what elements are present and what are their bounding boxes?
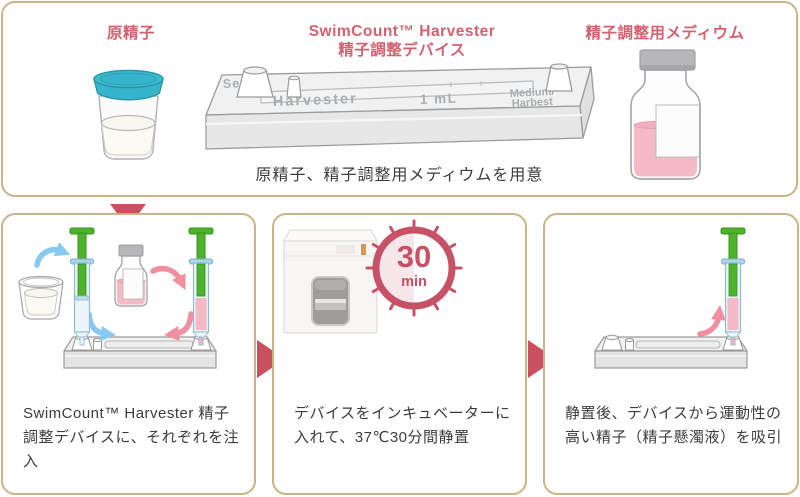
specimen-cup-illustration (93, 69, 164, 160)
device-text-medium2: Harbest (512, 96, 554, 110)
arrow-syringe-to-device-right (164, 311, 194, 341)
syringe-left (69, 227, 95, 346)
device-tray-small (63, 334, 217, 369)
arrow-syringe-to-device-left (86, 311, 116, 341)
medium-label: 精子調整用メディウム (585, 25, 745, 42)
vial-label (655, 104, 700, 158)
step1-caption: SwimCount™ Harvester 精子調整デバイスに、それぞれを注入 (23, 405, 240, 470)
device-ports (236, 63, 573, 98)
timer-30min: 30 min (365, 219, 463, 317)
timer-unit: min (401, 274, 427, 290)
raw-semen-label: 原精子 (106, 25, 155, 42)
arrow-aspirate-up (697, 305, 726, 337)
timer-ticks (365, 219, 463, 317)
harvester-device-illustration: Semen Harvester 1 mL Medium/ Harbest (205, 63, 595, 150)
device-label-line2: 精子調整デバイス (338, 41, 466, 59)
injection-illustration (18, 227, 217, 369)
medium-vial-small (114, 244, 148, 307)
syringe-right (188, 227, 214, 346)
step3-panel: 静置後、デバイスから運動性の高い精子（精子懸濁液）を吸引 (543, 213, 799, 495)
step3-caption: 静置後、デバイスから運動性の高い精子（精子懸濁液）を吸引 (565, 405, 783, 446)
device-tray (205, 66, 595, 150)
preparation-caption: 原精子、精子調整用メディウムを用意 (255, 167, 544, 184)
specimen-cup-small (18, 275, 64, 320)
arrow-vial-to-syringe (150, 265, 186, 290)
cup-body (98, 95, 159, 160)
incubation-illustration: 30 min (282, 219, 463, 334)
incubator (282, 229, 379, 334)
device-text-volume: 1 mL (420, 91, 458, 107)
incubator-display (336, 245, 355, 254)
syringe-sample (720, 227, 746, 346)
cup-lid (93, 69, 164, 101)
device-text-medium1: Medium/ (510, 86, 555, 100)
incubator-indicator (361, 244, 366, 255)
vial-cap (639, 49, 696, 71)
arrow-cup-to-syringe (34, 242, 71, 268)
device-label-line1: SwimCount™ Harvester (308, 23, 496, 40)
step2-panel: 30 min デバイスをインキュベーターに入れて、37℃30分間静置 (272, 213, 527, 495)
step1-panel: SwimCount™ Harvester 精子調整デバイスに、それぞれを注入 (1, 213, 256, 495)
device-label: SwimCount™ Harvester 精子調整デバイス (279, 23, 525, 60)
device-tray-small (594, 334, 748, 369)
medium-vial-illustration (630, 49, 701, 180)
vial-body (630, 69, 701, 180)
device-text-harvester: Harvester (273, 91, 358, 110)
aspiration-illustration (594, 227, 748, 369)
step2-caption: デバイスをインキュベーターに入れて、37℃30分間静置 (294, 405, 511, 446)
timer-value: 30 (397, 239, 431, 274)
preparation-panel: 原精子 SwimCount™ Harvester 精子調整デバイス 精子調整用メ… (1, 1, 798, 197)
incubator-window (311, 276, 350, 326)
